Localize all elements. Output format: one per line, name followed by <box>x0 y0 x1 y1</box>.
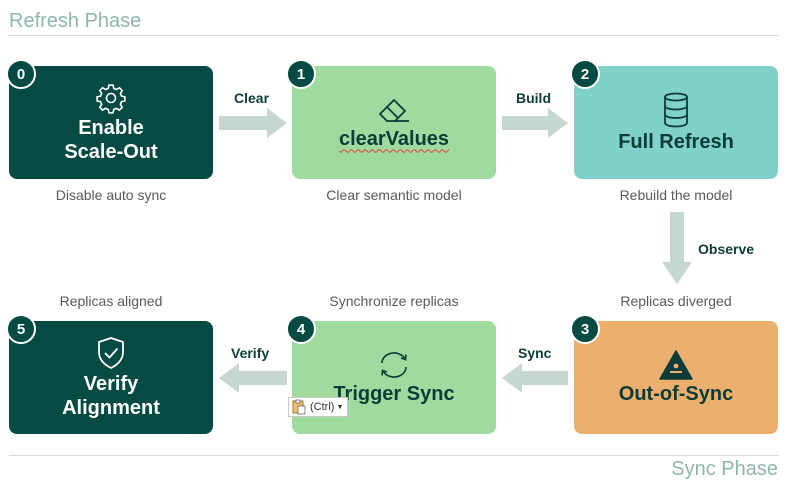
warning-triangle-icon <box>659 349 693 380</box>
step-4-badge: 4 <box>286 314 316 344</box>
chevron-down-icon: ▼ <box>336 403 344 411</box>
step-5-label-line-1: Verify <box>83 372 139 395</box>
step-clear-values: clearValues <box>292 66 496 179</box>
step-2-caption: Rebuild the model <box>619 187 733 203</box>
step-verify-alignment: Verify Alignment <box>9 321 213 434</box>
step-3-label: Out-of-Sync <box>618 382 734 405</box>
arrow-verify <box>219 363 287 393</box>
step-1-label: clearValues <box>338 127 450 150</box>
step-1-badge: 1 <box>286 59 316 89</box>
step-4-label: Trigger Sync <box>333 382 455 405</box>
step-0-label-line-2: Scale-Out <box>64 140 158 163</box>
arrow-clear <box>219 108 287 138</box>
step-4-caption: Synchronize replicas <box>329 293 459 309</box>
shield-check-icon <box>98 336 124 369</box>
step-enable-scale-out: Enable Scale-Out <box>9 66 213 179</box>
eraser-icon <box>379 98 409 122</box>
step-5-caption: Replicas aligned <box>59 293 163 309</box>
arrow-clear-label: Clear <box>234 90 270 106</box>
step-full-refresh: Full Refresh <box>574 66 778 179</box>
step-out-of-sync: Out-of-Sync <box>574 321 778 434</box>
step-trigger-sync: Trigger Sync <box>292 321 496 434</box>
paste-options-label: (Ctrl) <box>310 401 335 413</box>
sync-icon <box>381 351 407 378</box>
arrow-observe-label: Observe <box>698 241 755 257</box>
top-divider <box>9 35 779 36</box>
arrow-build-label: Build <box>516 90 551 106</box>
arrow-sync <box>502 363 568 393</box>
sync-phase-title: Sync Phase <box>671 458 778 480</box>
gear-icon <box>96 83 126 114</box>
step-0-label-line-1: Enable <box>78 116 144 139</box>
arrow-verify-label: Verify <box>231 345 270 361</box>
arrow-observe <box>662 212 692 284</box>
step-0-caption: Disable auto sync <box>55 187 167 203</box>
database-icon <box>664 92 688 127</box>
refresh-phase-title: Refresh Phase <box>9 10 142 32</box>
step-2-label: Full Refresh <box>618 130 734 153</box>
step-5-badge: 5 <box>6 314 36 344</box>
arrow-build <box>502 108 568 138</box>
step-1-caption: Clear semantic model <box>326 187 462 203</box>
step-2-badge: 2 <box>570 59 600 89</box>
bottom-divider <box>9 455 779 456</box>
step-3-caption: Replicas diverged <box>620 293 732 309</box>
arrow-sync-label: Sync <box>518 345 552 361</box>
step-5-label-line-2: Alignment <box>62 396 160 419</box>
step-0-badge: 0 <box>6 59 36 89</box>
paste-options-button[interactable]: (Ctrl) ▼ <box>288 397 348 417</box>
step-3-badge: 3 <box>570 314 600 344</box>
clipboard-icon <box>292 399 306 415</box>
